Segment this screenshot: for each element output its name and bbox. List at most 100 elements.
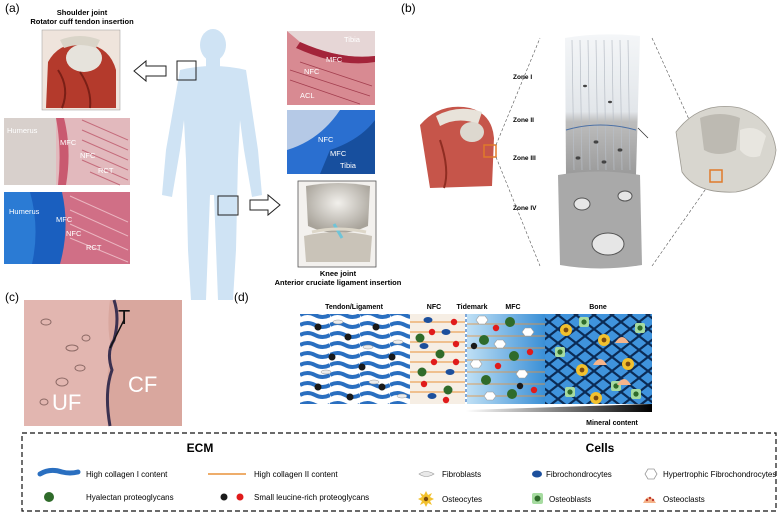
arrow-to-knee — [249, 193, 281, 217]
header-mfc: MFC — [505, 304, 520, 311]
legend-cell-item: Fibrochondrocytes — [546, 470, 612, 479]
osteoblast-nucleus — [581, 319, 587, 325]
mineral-gradient-bar — [466, 404, 652, 412]
legend-ecm-item: Hyalectan proteoglycans — [86, 493, 174, 502]
fibroblast-marker — [332, 319, 344, 325]
hist-label: RCT — [86, 243, 102, 252]
legend-ecm-title: ECM — [187, 441, 214, 455]
hist-label: Humerus — [7, 126, 38, 135]
fibroblast-marker — [396, 393, 408, 399]
slrp-marker — [452, 340, 460, 348]
hypertrophic-fibrochondrocyte-marker — [469, 359, 483, 369]
slrp-black-icon — [220, 493, 228, 501]
slrp-red-icon — [236, 493, 244, 501]
enthesis-column — [558, 34, 642, 269]
panel-b-label: (b) — [401, 1, 416, 15]
osteoclast-marker — [593, 359, 607, 365]
slrp-marker — [378, 383, 386, 391]
fibrochondrocyte-marker — [445, 369, 455, 375]
slrp-marker — [314, 383, 322, 391]
hyalectan-marker — [443, 385, 453, 395]
hyalectan-marker — [507, 389, 517, 399]
shoulder-title: Shoulder joint — [57, 8, 108, 17]
legend-cell-item: Osteoblasts — [549, 495, 591, 504]
arrow-to-shoulder — [133, 59, 167, 83]
slrp-marker — [372, 323, 380, 331]
legend-ecm-item: High collagen II content — [254, 470, 338, 479]
tidemark-pointer — [637, 127, 649, 139]
collagen1-icon — [37, 467, 81, 477]
osteocyte-nucleus — [625, 361, 631, 367]
osteoblast-nucleus — [557, 349, 563, 355]
legend-cell-item: Osteoclasts — [663, 495, 705, 504]
zone-label: Zone II — [513, 117, 534, 124]
histology-knee-toluidine: NFC MFC Tibia — [287, 110, 375, 174]
fibroblast-marker — [368, 379, 380, 385]
osteoblast-icon — [532, 493, 543, 504]
hypertrophic-fibrochondrocyte-marker — [475, 315, 489, 325]
hist-label: NFC — [318, 135, 334, 144]
hist-label: ACL — [300, 91, 315, 100]
tidemark-letter: T — [118, 307, 130, 329]
panel-d-label: (d) — [234, 290, 249, 304]
fibrochondrocyte-marker — [419, 343, 429, 349]
knee-subtitle: Anterior cruciate ligament insertion — [275, 278, 402, 287]
hypertrophic-fibrochondrocyte-marker — [521, 327, 535, 337]
fibroblast-marker — [320, 369, 332, 375]
osteoblast-nucleus — [633, 391, 639, 397]
zoom-lines-left — [495, 37, 541, 267]
histology-tidemark-image — [24, 299, 182, 427]
shoulder-anatomy-image — [41, 29, 121, 111]
hyalectan-marker — [417, 367, 427, 377]
osteocyte-icon — [418, 491, 434, 507]
osteoblast-nucleus — [637, 325, 643, 331]
osteoclast-marker — [617, 379, 631, 385]
knee-highlight-box — [217, 195, 239, 216]
fibrochondrocyte-marker — [441, 329, 451, 335]
fibrochondrocyte-marker — [427, 393, 437, 399]
knee-3d-model — [675, 106, 777, 193]
hyalectan-marker — [509, 351, 519, 361]
hist-label: Tibia — [340, 161, 357, 170]
calcified-label: CF — [128, 372, 157, 397]
zone-label: Zone III — [513, 155, 536, 162]
panel-c-label: (c) — [5, 290, 19, 304]
osteocyte-nucleus — [563, 327, 569, 333]
histology-shoulder-he: Humerus MFC NFC RCT — [4, 118, 130, 186]
human-body-silhouette — [162, 29, 262, 300]
hyalectan-marker — [415, 333, 425, 343]
uncalcified-label: UF — [52, 390, 81, 415]
legend-cell-item: Hypertrophic Fibrochondrocytes — [663, 470, 776, 479]
legend-ecm-item: High collagen I content — [86, 470, 168, 479]
hist-label: NFC — [66, 229, 82, 238]
slrp-marker — [452, 358, 460, 366]
slrp-marker — [314, 323, 322, 331]
hist-label: NFC — [80, 151, 96, 160]
shoulder-subtitle: Rotator cuff tendon insertion — [30, 17, 134, 26]
hist-label: Humerus — [9, 207, 40, 216]
hyalectan-marker — [435, 349, 445, 359]
hypertrophic-fibrochondrocyte-icon — [644, 468, 658, 480]
slrp-marker — [442, 396, 450, 404]
hist-label: MFC — [56, 215, 73, 224]
cell-markers — [314, 315, 645, 404]
hypertrophic-fibrochondrocyte-marker — [493, 339, 507, 349]
fibroblast-marker — [362, 344, 374, 350]
hypertrophic-fibrochondrocyte-marker — [515, 369, 529, 379]
zone-label: Zone I — [513, 74, 532, 81]
hypertrophic-fibrochondrocyte-marker — [483, 391, 497, 401]
osteocyte-nucleus — [579, 367, 585, 373]
hyalectan-marker — [479, 335, 489, 345]
hyalectan-icon — [44, 492, 54, 502]
hyalectan-marker — [505, 317, 515, 327]
fibrochondrocyte-marker — [423, 317, 433, 323]
slrp-marker — [358, 363, 366, 371]
fibrochondrocyte-icon — [532, 470, 542, 478]
slrp-marker — [344, 333, 352, 341]
hyalectan-marker — [481, 375, 491, 385]
slrp-marker — [420, 380, 428, 388]
legend-cell-item: Fibroblasts — [442, 470, 481, 479]
legend-box — [21, 432, 777, 512]
slrp-marker — [494, 362, 502, 370]
